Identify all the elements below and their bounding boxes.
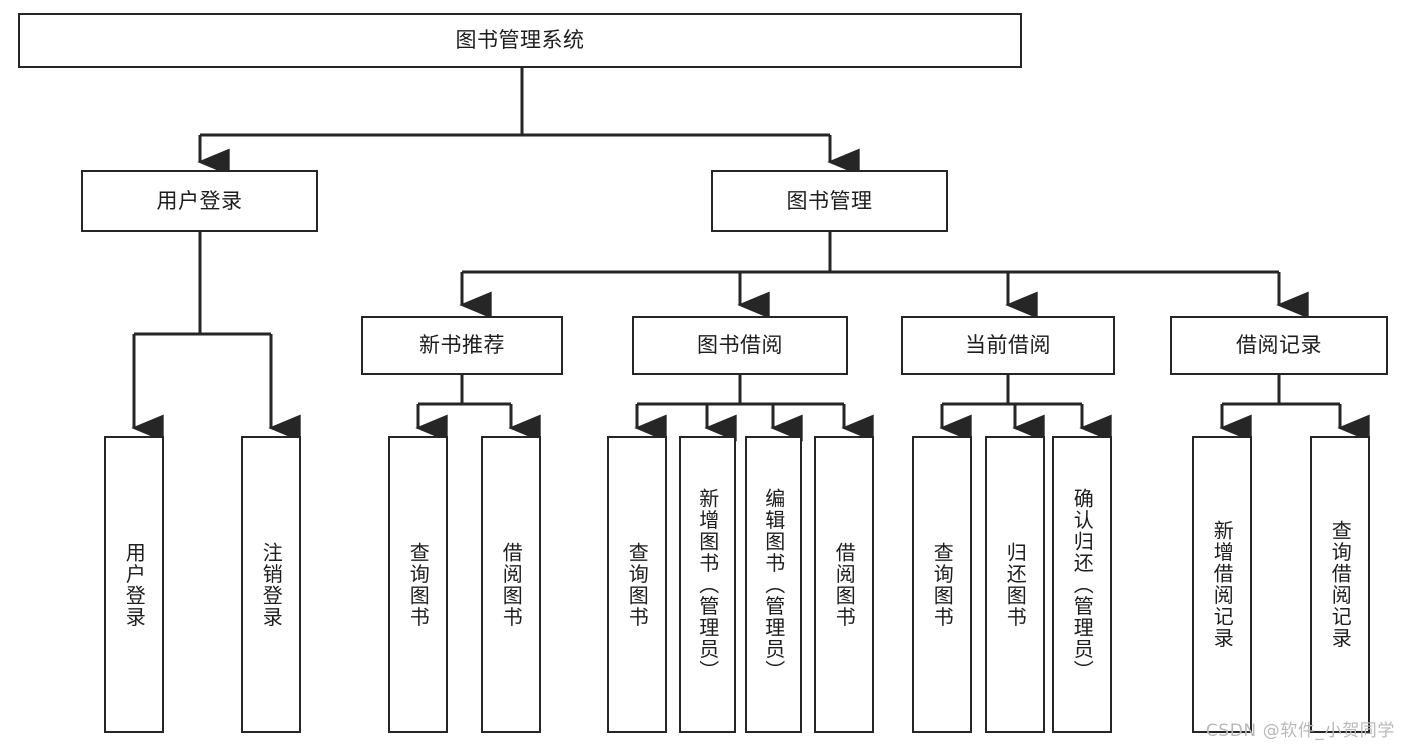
leaf-user-login-login-label: 用户登录 <box>122 541 147 628</box>
node-new-book-recommend[interactable]: 新书推荐 <box>361 316 563 375</box>
node-borrow-record[interactable]: 借阅记录 <box>1170 316 1388 375</box>
node-user-login-label: 用户登录 <box>156 188 243 213</box>
leaf-book-borrow-add-label: 新增图书（管理员） <box>695 487 720 682</box>
leaf-borrow-record-add[interactable]: 新增借阅记录 <box>1192 436 1252 733</box>
leaf-current-borrow-confirm-label: 确认归还（管理员） <box>1070 487 1095 682</box>
node-borrow-record-label: 借阅记录 <box>1236 333 1322 358</box>
node-user-login[interactable]: 用户登录 <box>81 170 318 232</box>
leaf-current-borrow-return-label: 归还图书 <box>1003 541 1028 628</box>
node-current-borrow-label: 当前借阅 <box>965 333 1051 358</box>
leaf-current-borrow-query[interactable]: 查询图书 <box>912 436 972 733</box>
leaf-book-borrow-edit[interactable]: 编辑图书（管理员） <box>745 436 802 733</box>
node-book-borrow-label: 图书借阅 <box>697 333 783 358</box>
leaf-book-borrow-borrow[interactable]: 借阅图书 <box>814 436 874 733</box>
leaf-new-book-query[interactable]: 查询图书 <box>388 436 448 733</box>
leaf-current-borrow-return[interactable]: 归还图书 <box>985 436 1045 733</box>
leaf-borrow-record-query-label: 查询借阅记录 <box>1328 520 1353 649</box>
node-root[interactable]: 图书管理系统 <box>18 13 1022 68</box>
leaf-book-borrow-add[interactable]: 新增图书（管理员） <box>679 436 736 733</box>
leaf-borrow-record-add-label: 新增借阅记录 <box>1210 520 1235 649</box>
node-book-manage[interactable]: 图书管理 <box>711 170 948 232</box>
leaf-user-login-login[interactable]: 用户登录 <box>104 436 164 733</box>
leaf-book-borrow-borrow-label: 借阅图书 <box>832 541 857 628</box>
leaf-user-login-logout[interactable]: 注销登录 <box>241 436 301 733</box>
leaf-book-borrow-edit-label: 编辑图书（管理员） <box>761 487 786 682</box>
watermark: CSDN @软件_小贺同学 <box>1205 721 1395 741</box>
leaf-borrow-record-query[interactable]: 查询借阅记录 <box>1310 436 1370 733</box>
leaf-book-borrow-query[interactable]: 查询图书 <box>607 436 667 733</box>
node-book-manage-label: 图书管理 <box>786 188 873 213</box>
leaf-new-book-query-label: 查询图书 <box>406 541 431 628</box>
node-current-borrow[interactable]: 当前借阅 <box>901 316 1115 375</box>
leaf-new-book-borrow[interactable]: 借阅图书 <box>481 436 541 733</box>
leaf-book-borrow-query-label: 查询图书 <box>625 541 650 628</box>
leaf-current-borrow-confirm[interactable]: 确认归还（管理员） <box>1052 436 1112 733</box>
node-root-label: 图书管理系统 <box>455 28 585 53</box>
leaf-new-book-borrow-label: 借阅图书 <box>499 541 524 628</box>
leaf-user-login-logout-label: 注销登录 <box>259 541 284 628</box>
node-book-borrow[interactable]: 图书借阅 <box>632 316 848 375</box>
leaf-current-borrow-query-label: 查询图书 <box>930 541 955 628</box>
node-new-book-recommend-label: 新书推荐 <box>419 333 505 358</box>
